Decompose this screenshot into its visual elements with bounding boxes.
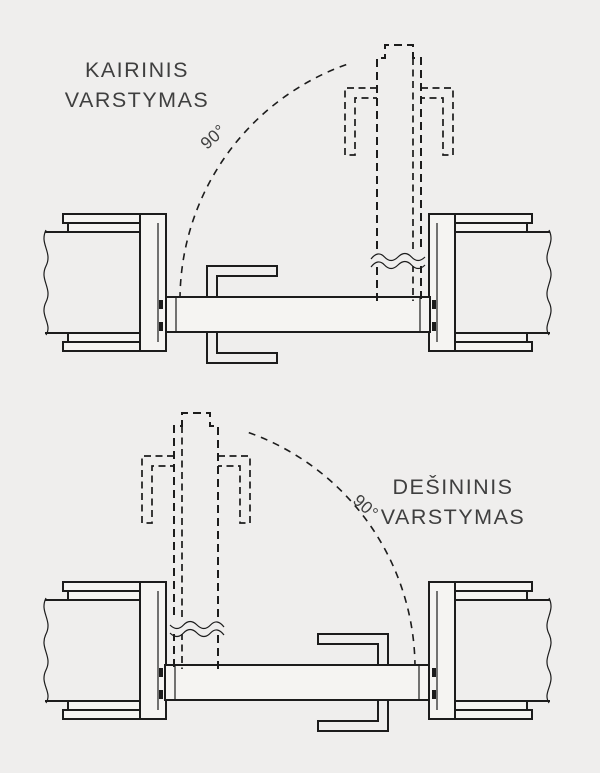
left-opening-title-line1: KAIRINIS [85,58,189,82]
left-opening-title-line2: VARSTYMAS [65,88,210,112]
right-opening-title: DEŠININIS VARSTYMAS [381,474,526,529]
left-opening-title: KAIRINIS VARSTYMAS [65,58,210,112]
right-opening-title-line2: VARSTYMAS [381,505,526,529]
right-opening-title-line1: DEŠININIS [392,474,513,499]
